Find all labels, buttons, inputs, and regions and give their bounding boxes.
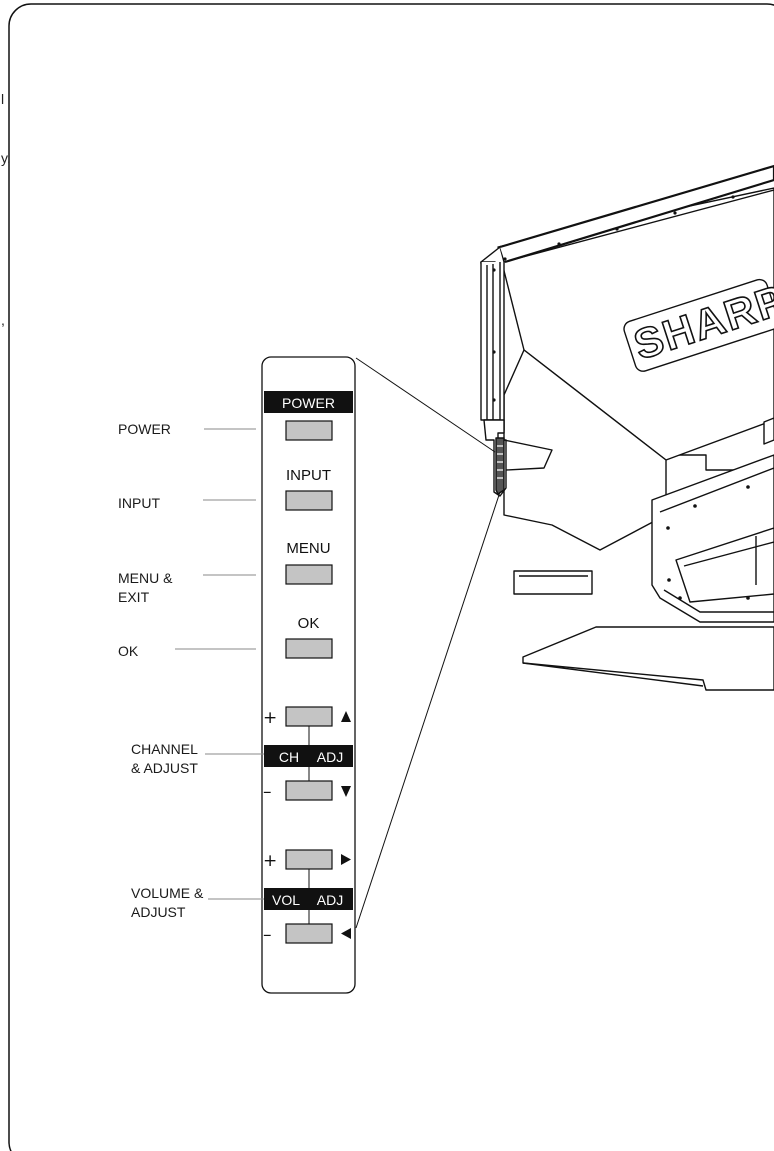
power-tag-label: POWER: [282, 395, 335, 411]
zoom-leaders: [355, 357, 501, 929]
zoom-leader-top: [355, 357, 496, 453]
tv-back-panel-inner: [659, 467, 774, 613]
tv-connector: [763, 417, 774, 445]
page-text-fragment-2: y.: [1, 150, 11, 166]
callout-volume-line1: VOLUME &: [131, 885, 204, 901]
callout-menu-line1: MENU &: [118, 570, 173, 586]
callout-volume-line2: ADJUST: [131, 904, 186, 920]
volume-minus-sign: –: [263, 925, 272, 945]
tv-top-inner-edge: [503, 189, 774, 263]
power-tag: [264, 391, 353, 413]
tv-stand-base: [522, 626, 774, 691]
volume-tag: [264, 888, 353, 910]
channel-tag-left: CH: [279, 749, 299, 765]
callout-channel-line1: CHANNEL: [131, 741, 198, 757]
menu-label: MENU: [286, 540, 330, 557]
page-text-fragment-1: l: [1, 91, 4, 107]
volume-tag-left: VOL: [272, 892, 300, 908]
callouts: POWER INPUT MENU & EXIT OK CHANNEL & ADJ…: [118, 421, 264, 920]
control-panel-outline: [261, 356, 356, 994]
volume-plus-sign: +: [263, 851, 277, 871]
control-panel: POWER INPUT MENU OK + CH ADJ – + VOL ADJ: [261, 356, 356, 994]
channel-plus-sign: +: [263, 708, 277, 728]
tv-stand-edge: [522, 662, 704, 687]
callout-menu-line2: EXIT: [118, 589, 150, 605]
tv-button-strip-keys: [497, 445, 503, 479]
triangle-left-icon: [341, 928, 351, 939]
tv-button-strip: [495, 437, 505, 495]
power-button[interactable]: [285, 420, 333, 441]
callout-power: POWER: [118, 421, 171, 437]
triangle-right-icon: [341, 854, 351, 865]
tv-bezel-lines: [486, 264, 494, 420]
volume-down-button[interactable]: [285, 923, 333, 944]
ok-label: OK: [298, 615, 320, 632]
volume-up-button[interactable]: [285, 849, 333, 870]
zoom-leader-bottom: [355, 491, 501, 929]
tv-brand-badge: [623, 278, 774, 372]
ok-button[interactable]: [285, 638, 333, 659]
page-text-fragment-3: ,: [1, 312, 5, 328]
input-button[interactable]: [285, 490, 333, 511]
tv-terminal-box: [675, 527, 774, 603]
tv-screws: [492, 195, 750, 600]
channel-minus-sign: –: [263, 782, 272, 802]
triangle-up-icon: [341, 711, 351, 722]
input-label: INPUT: [286, 467, 331, 484]
menu-button[interactable]: [285, 564, 333, 585]
channel-tag: [264, 745, 353, 767]
volume-tag-right: ADJ: [317, 892, 343, 908]
page-frame: [8, 3, 774, 1151]
triangle-down-icon: [341, 786, 351, 797]
tv-bezel-bottom-edge: [503, 439, 553, 471]
callout-ok: OK: [118, 643, 139, 659]
tv-illustration: [480, 164, 774, 691]
tv-side-handle: [513, 570, 593, 595]
tv-top-edge: [499, 164, 774, 264]
tv-terminal-detail: [683, 536, 774, 585]
callout-input: INPUT: [118, 495, 160, 511]
channel-up-button[interactable]: [285, 706, 333, 727]
channel-tag-right: ADJ: [317, 749, 343, 765]
tv-bezel-outer: [480, 262, 501, 421]
channel-down-button[interactable]: [285, 780, 333, 801]
callout-channel-line2: & ADJUST: [131, 760, 198, 776]
